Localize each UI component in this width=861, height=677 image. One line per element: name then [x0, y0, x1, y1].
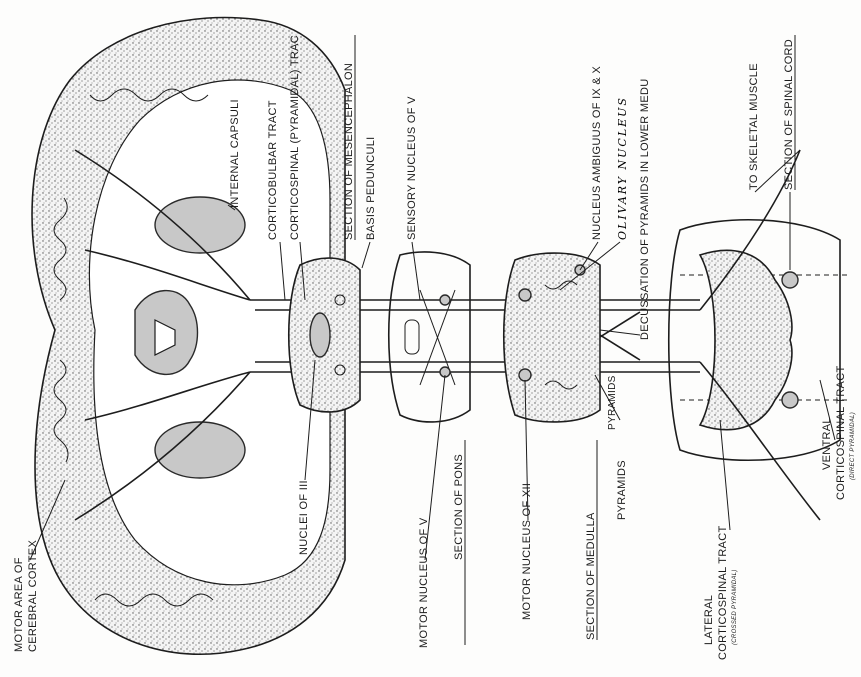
- label-corticospinal-tract: CORTICOSPINAL (PYRAMIDAL) TRAC: [289, 35, 301, 240]
- label-section-spinal-cord: SECTION OF SPINAL CORD: [783, 39, 795, 190]
- label-motor-area-2: CEREBRAL CORTEX: [27, 540, 39, 652]
- label-corticobulbar-tract: CORTICOBULBAR TRACT: [267, 100, 279, 240]
- label-pyramids-2: PYRAMIDS: [607, 375, 618, 430]
- mesencephalon-section: [289, 258, 360, 412]
- label-motor-area-1: MOTOR AREA OF: [13, 557, 25, 652]
- label-section-mesencephalon: SECTION OF MESENCEPHALON: [343, 63, 355, 240]
- label-lateral-1: LATERAL: [703, 595, 715, 645]
- label-lateral-3: (CROSSED PYRAMIDAL): [732, 569, 738, 645]
- label-motor-nucleus-xii: MOTOR NUCLEUS OF XII: [521, 483, 533, 620]
- label-ventral-2: CORTICOSPINAL TRACT: [835, 366, 847, 500]
- medulla-section: [504, 253, 600, 422]
- label-lateral-2: CORTICOSPINAL TRACT: [717, 526, 729, 660]
- label-nuclei-iii: NUCLEI OF III: [298, 480, 310, 555]
- label-to-skeletal-muscle: TO SKELETAL MUSCLE: [748, 63, 760, 190]
- label-nucleus-ambiguus: NUCLEUS AMBIGUUS OF IX & X: [591, 66, 603, 240]
- label-motor-nucleus-v: MOTOR NUCLEUS OF V: [418, 517, 430, 648]
- spinal-cord-section: [669, 150, 840, 520]
- label-sensory-nucleus-v: SENSORY NUCLEUS OF V: [406, 96, 418, 240]
- label-ventral-3: (DIRECT PYRAMIDAL): [850, 412, 856, 480]
- label-olivary-nucleus: OLIVARY NUCLEUS: [616, 96, 629, 240]
- label-basis-pedunculi: BASIS PEDUNCULI: [365, 136, 377, 240]
- label-internal-capsule: INTERNAL CAPSULI: [229, 99, 241, 208]
- pons-section: [389, 252, 470, 422]
- label-section-pons: SECTION OF PONS: [453, 454, 465, 560]
- label-pyramids-1: PYRAMIDS: [616, 460, 628, 520]
- label-decussation-pyramids: DECUSSATION OF PYRAMIDS IN LOWER MEDU: [639, 79, 651, 340]
- label-section-medulla: SECTION OF MEDULLA: [585, 512, 597, 640]
